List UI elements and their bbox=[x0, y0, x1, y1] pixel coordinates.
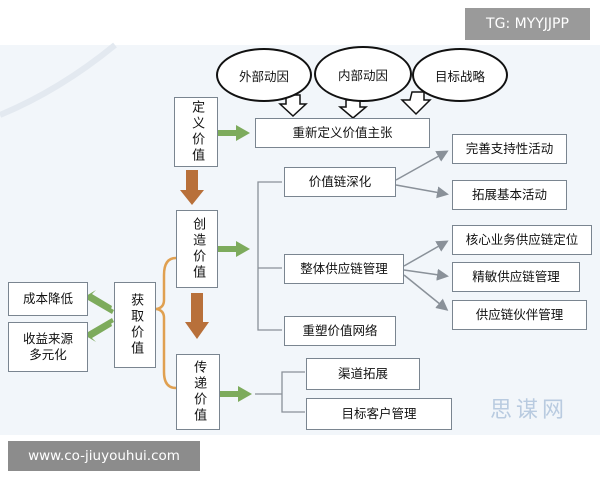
core-supply-label: 核心业务供应链定位 bbox=[465, 232, 579, 248]
chain-fan bbox=[395, 150, 449, 199]
arrow-create-branches bbox=[218, 241, 250, 257]
deliver-bracket bbox=[255, 371, 305, 413]
reshape-network-label: 重塑价值网络 bbox=[302, 323, 378, 339]
node-agile-supply-management: 精敏供应链管理 bbox=[452, 262, 580, 292]
node-chain-deepen: 价值链深化 bbox=[284, 167, 396, 197]
node-core-supply-positioning: 核心业务供应链定位 bbox=[452, 225, 592, 255]
node-supply-chain-management: 整体供应链管理 bbox=[284, 254, 404, 284]
node-supply-partner-management: 供应链伙伴管理 bbox=[452, 300, 587, 330]
cost-reduction-label: 成本降低 bbox=[22, 291, 73, 307]
arrow-define-target bbox=[218, 125, 250, 141]
stage-create-label: 创造价值 bbox=[190, 217, 206, 281]
node-target-customer-management: 目标客户管理 bbox=[306, 398, 452, 430]
bottom-left-url-tag[interactable]: www.co-jiuyouhui.com bbox=[8, 441, 200, 471]
supply-chain-label: 整体供应链管理 bbox=[300, 261, 388, 277]
arrow-capture-left bbox=[88, 296, 114, 314]
green-arrows bbox=[86, 125, 252, 402]
stage-capture-label: 获取价值 bbox=[128, 293, 144, 357]
node-basic-activities: 拓展基本活动 bbox=[452, 180, 567, 210]
create-bracket bbox=[257, 181, 282, 331]
ellipse-external-driver: 外部动因 bbox=[216, 48, 312, 102]
arrow-define-create bbox=[180, 170, 204, 205]
arrow-external bbox=[278, 94, 308, 118]
ellipse-strategy-label: 目标战略 bbox=[434, 68, 485, 84]
ellipse-target-strategy: 目标战略 bbox=[412, 48, 508, 102]
watermark-logo: 思谋网 bbox=[490, 392, 568, 424]
stage-define-value: 定义价值 bbox=[174, 97, 218, 167]
node-channel-expansion: 渠道拓展 bbox=[306, 358, 420, 390]
agile-supply-label: 精敏供应链管理 bbox=[472, 269, 560, 285]
ellipse-internal-driver: 内部动因 bbox=[314, 46, 412, 102]
chain-deepen-label: 价值链深化 bbox=[308, 174, 372, 190]
node-support-activities: 完善支持性活动 bbox=[452, 134, 567, 164]
stage-deliver-value: 传递价值 bbox=[176, 354, 220, 430]
redefine-proposition-label: 重新定义价值主张 bbox=[292, 125, 393, 141]
ellipse-internal-label: 内部动因 bbox=[337, 67, 388, 83]
support-activities-label: 完善支持性活动 bbox=[465, 141, 554, 157]
arrow-capture-left-2 bbox=[88, 318, 114, 336]
top-right-tag: TG: MYYJJPP bbox=[465, 8, 590, 40]
channel-expansion-label: 渠道拓展 bbox=[337, 366, 388, 382]
node-redefine-proposition: 重新定义价值主张 bbox=[255, 118, 430, 148]
target-customer-label: 目标客户管理 bbox=[341, 406, 417, 422]
bottom-left-url-text[interactable]: www.co-jiuyouhui.com bbox=[28, 448, 180, 464]
stage-create-value: 创造价值 bbox=[176, 210, 218, 288]
arrow-deliver-branches bbox=[220, 386, 252, 402]
stage-define-label: 定义价值 bbox=[189, 100, 205, 164]
watermark-text: 思谋网 bbox=[490, 398, 569, 423]
node-revenue-diversification: 收益来源多元化 bbox=[8, 322, 88, 372]
node-reshape-network: 重塑价值网络 bbox=[284, 316, 396, 346]
supply-partner-label: 供应链伙伴管理 bbox=[475, 307, 564, 323]
stage-capture-value: 获取价值 bbox=[114, 282, 156, 368]
orange-arrows bbox=[180, 170, 209, 339]
arrow-strategy bbox=[400, 91, 432, 116]
supply-fan bbox=[403, 240, 449, 311]
orange-brace bbox=[155, 256, 177, 390]
arrow-internal bbox=[337, 99, 369, 119]
revenue-diversification-label: 收益来源多元化 bbox=[22, 331, 73, 362]
basic-activities-label: 拓展基本活动 bbox=[471, 187, 547, 203]
stage-deliver-label: 传递价值 bbox=[191, 360, 207, 424]
background-swoosh bbox=[0, 42, 117, 118]
top-right-tag-text: TG: MYYJJPP bbox=[486, 16, 569, 32]
ellipse-external-label: 外部动因 bbox=[238, 68, 289, 84]
node-cost-reduction: 成本降低 bbox=[8, 282, 88, 316]
arrow-create-deliver bbox=[185, 293, 209, 339]
